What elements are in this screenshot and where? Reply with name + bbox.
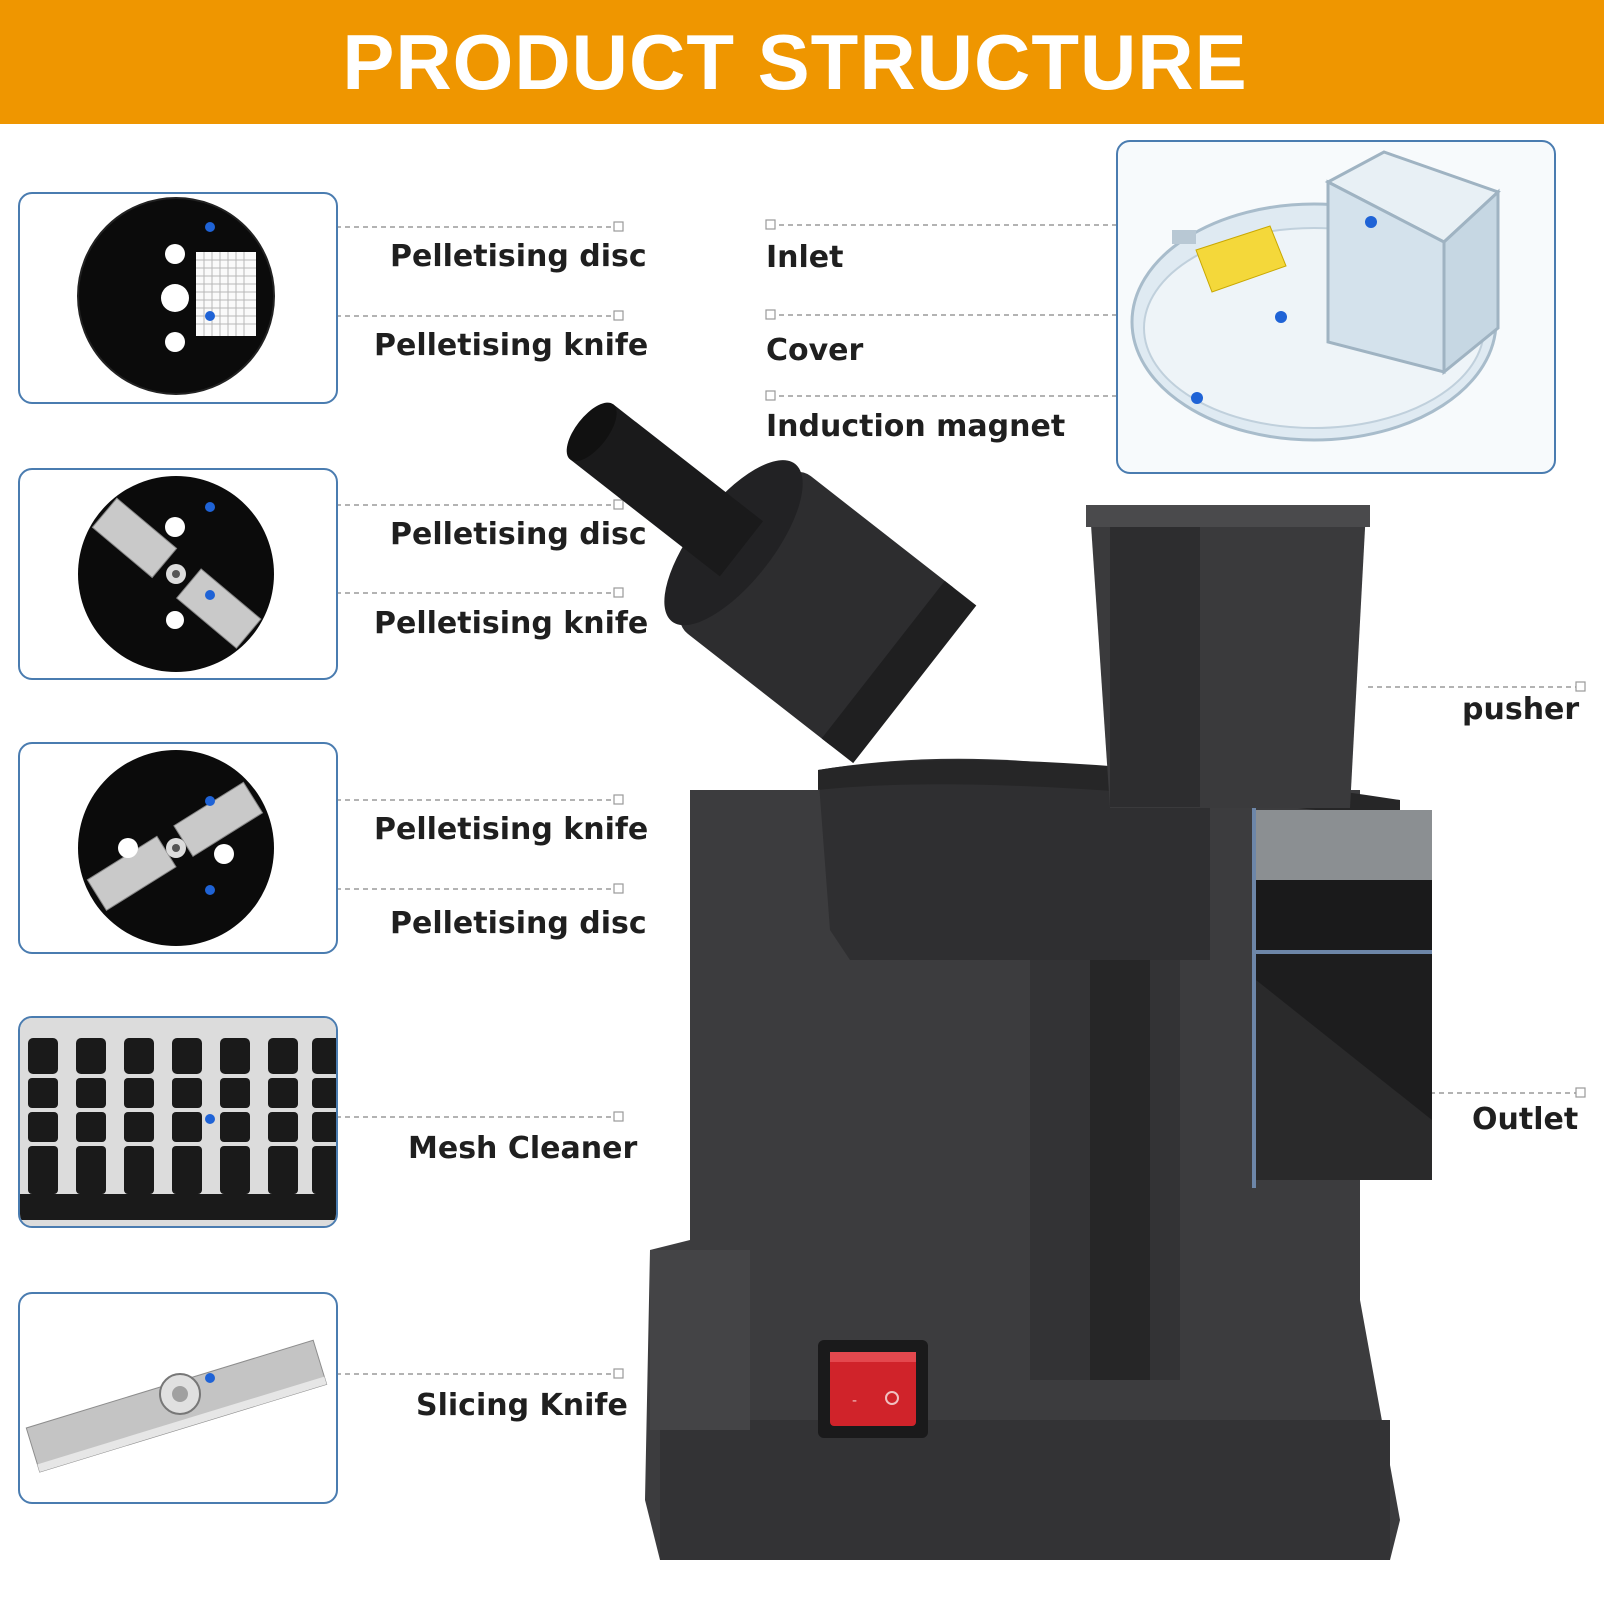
thumb-pelletising-disc-blades — [18, 468, 338, 680]
slicing-knife-icon — [25, 1339, 328, 1473]
label-mesh-cleaner: Mesh Cleaner — [408, 1131, 638, 1166]
svg-text:-: - — [852, 1393, 857, 1409]
label-inlet: Inlet — [766, 240, 844, 275]
thumb-pelletising-knife-disc — [18, 742, 338, 954]
label-pelletising-disc-3: Pelletising disc — [390, 906, 647, 941]
power-switch — [830, 1352, 916, 1426]
dicing-disc-icon — [77, 197, 275, 395]
thumb-dicing-disc — [18, 192, 338, 404]
label-induction-magnet: Induction magnet — [766, 409, 1066, 444]
label-pelletising-knife-1: Pelletising knife — [374, 328, 649, 363]
label-slicing-knife: Slicing Knife — [416, 1388, 628, 1423]
thumb-slicing-knife — [18, 1292, 338, 1504]
label-pelletising-disc-2: Pelletising disc — [390, 517, 647, 552]
label-cover: Cover — [766, 333, 864, 368]
title-banner — [0, 0, 1604, 124]
thumb-mesh-cleaner — [18, 1016, 338, 1228]
page-title: PRODUCT STRUCTURE — [342, 18, 1248, 106]
disc-blades-icon — [78, 476, 274, 672]
knife-disc-icon — [78, 750, 274, 946]
mesh-cleaner-icon — [20, 1018, 336, 1226]
label-pusher: pusher — [1462, 692, 1580, 727]
feed-tube — [566, 402, 977, 764]
label-pelletising-knife-3: Pelletising knife — [374, 812, 649, 847]
label-pelletising-knife-2: Pelletising knife — [374, 606, 649, 641]
label-pelletising-disc-1: Pelletising disc — [390, 239, 647, 274]
cover-lid-icon — [1130, 150, 1501, 442]
label-outlet: Outlet — [1472, 1102, 1579, 1137]
cover-photo-box — [1116, 140, 1556, 474]
